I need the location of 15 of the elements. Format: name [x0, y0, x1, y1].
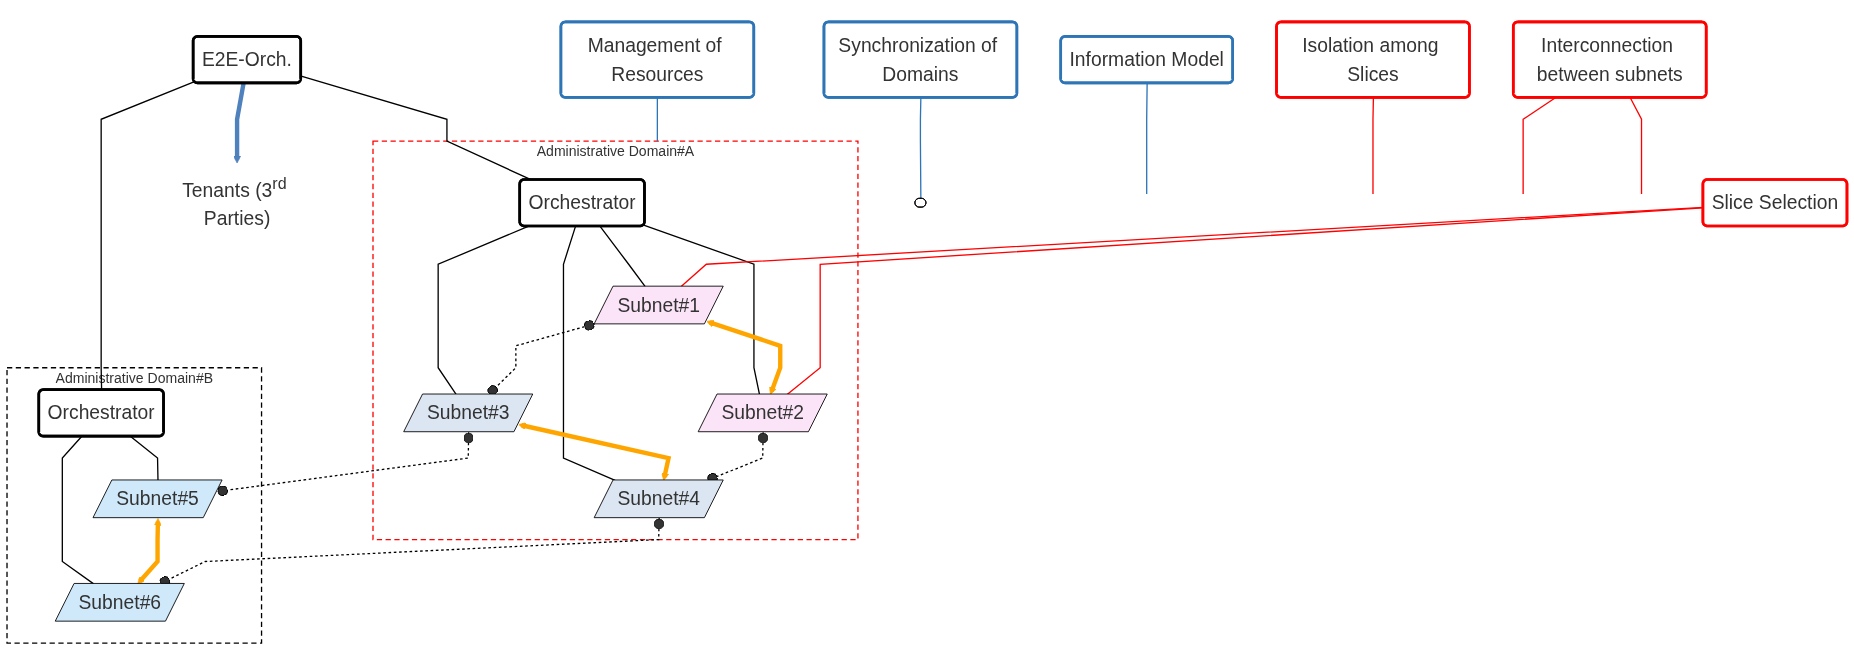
- connector: [1629, 97, 1643, 195]
- connector: [216, 431, 474, 497]
- node-text: Tenants (3$^{rd}$ Parties): [182, 174, 287, 231]
- connector: [643, 224, 761, 396]
- connector: [1372, 97, 1375, 195]
- arrow: [518, 422, 672, 481]
- connector: [1146, 82, 1148, 195]
- connector: [487, 320, 596, 396]
- connector: [437, 225, 529, 396]
- arrow: [706, 319, 783, 395]
- connector: [562, 225, 616, 482]
- arrow: [233, 82, 246, 164]
- arrow: [137, 518, 162, 585]
- connector: [919, 97, 922, 200]
- connector: [599, 225, 646, 288]
